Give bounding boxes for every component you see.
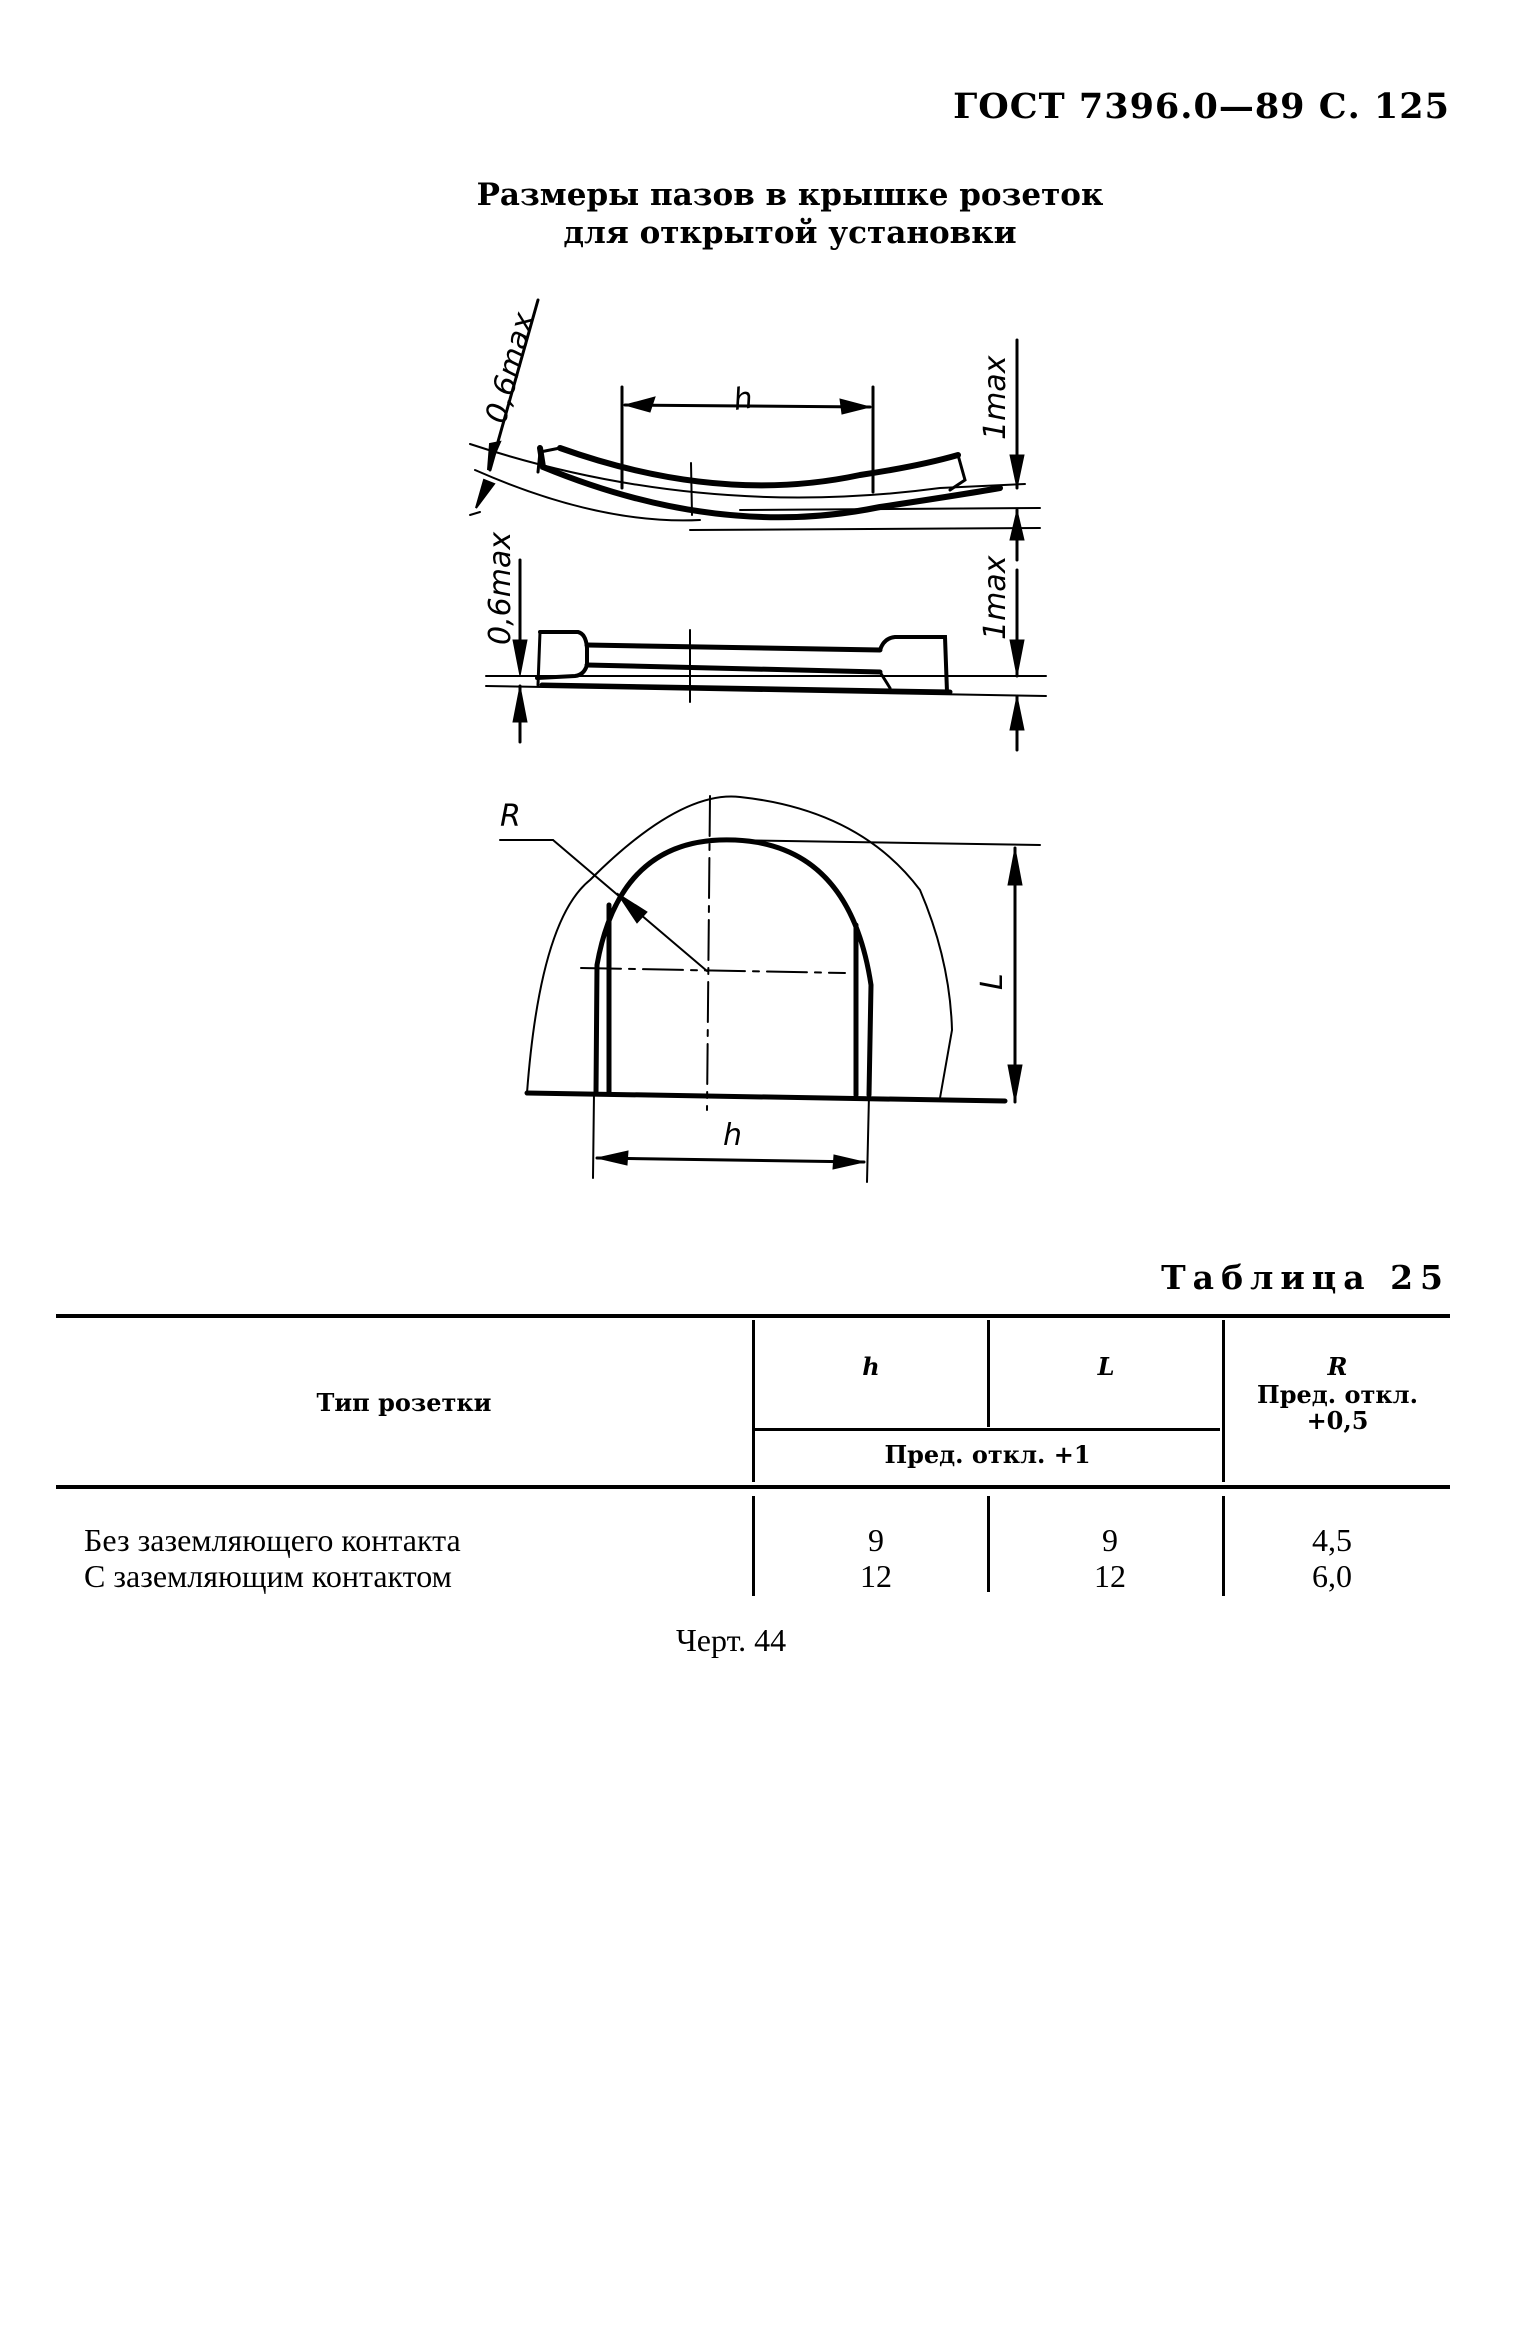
tolerance-label-left-bottom: 0,6max: [483, 532, 518, 645]
row-L-value: 9: [1102, 1522, 1118, 1558]
header-R-tolerance-line2: +0,5: [1306, 1406, 1369, 1435]
header-L: L: [1097, 1352, 1115, 1381]
arch-slot-view: R L h: [499, 795, 1041, 1183]
header-hL-tolerance: Пред. откл. +1: [884, 1440, 1091, 1469]
table-subheader-rule: [755, 1428, 1220, 1431]
h-label-top: h: [731, 381, 755, 418]
col-divider-1-body: [752, 1496, 755, 1596]
col-divider-2-body: [987, 1496, 990, 1592]
header-R: R: [1327, 1352, 1348, 1381]
curved-slot-view: h 0,6max 1max: [469, 298, 1041, 562]
row-R-value: 6,0: [1312, 1558, 1352, 1594]
h-label-bottom: h: [723, 1118, 742, 1153]
row-L-value: 12: [1094, 1558, 1126, 1594]
figure-caption: Черт. 44: [676, 1622, 787, 1658]
row-R-value: 4,5: [1312, 1522, 1352, 1558]
table-caption: Таблица 25: [1161, 1258, 1450, 1297]
col-divider-3: [1222, 1320, 1225, 1482]
page-header: ГОСТ 7396.0—89 С. 125: [953, 86, 1450, 127]
table-top-rule: [56, 1314, 1450, 1318]
row-h-value: 12: [860, 1558, 892, 1594]
tolerance-label-right-bottom: 1max: [978, 555, 1013, 640]
R-label: R: [500, 799, 521, 834]
figure-title: Размеры пазов в крышке розеток для откры…: [0, 176, 1536, 252]
header-h: h: [862, 1352, 880, 1381]
tolerance-label-right-top: 1max: [978, 355, 1013, 440]
row-socket-type: Без заземляющего контакта: [84, 1522, 461, 1558]
header-socket-type: Тип розетки: [316, 1388, 492, 1417]
col-divider-1: [752, 1320, 755, 1482]
flat-slot-view: 0,6max 1max: [483, 532, 1047, 752]
col-divider-2: [987, 1320, 990, 1427]
table-header-bottom-rule: [56, 1485, 1450, 1489]
figure-title-line1: Размеры пазов в крышке розеток: [476, 177, 1104, 213]
figure-title-line2: для открытой установки: [563, 215, 1017, 251]
row-h-value: 9: [868, 1522, 884, 1558]
L-label: L: [975, 973, 1010, 990]
tolerance-label-left-top: 0,6max: [479, 309, 542, 428]
technical-drawing: h 0,6max 1max: [469, 298, 1047, 1183]
col-divider-3-body: [1222, 1496, 1225, 1596]
header-R-tolerance-line1: Пред. откл.: [1257, 1380, 1418, 1409]
row-socket-type: С заземляющим контактом: [84, 1558, 452, 1594]
